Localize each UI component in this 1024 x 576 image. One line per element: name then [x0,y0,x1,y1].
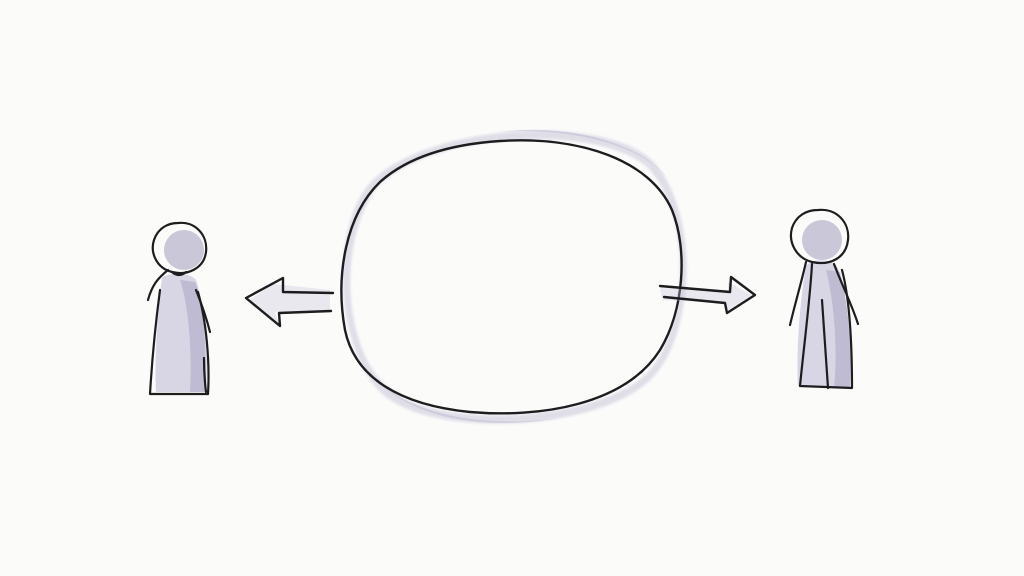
person-right-icon [788,208,860,390]
arrow-left-icon [244,276,335,328]
person-left-icon [146,221,212,396]
center-circle [340,129,687,424]
arrow-right-icon [658,275,757,315]
